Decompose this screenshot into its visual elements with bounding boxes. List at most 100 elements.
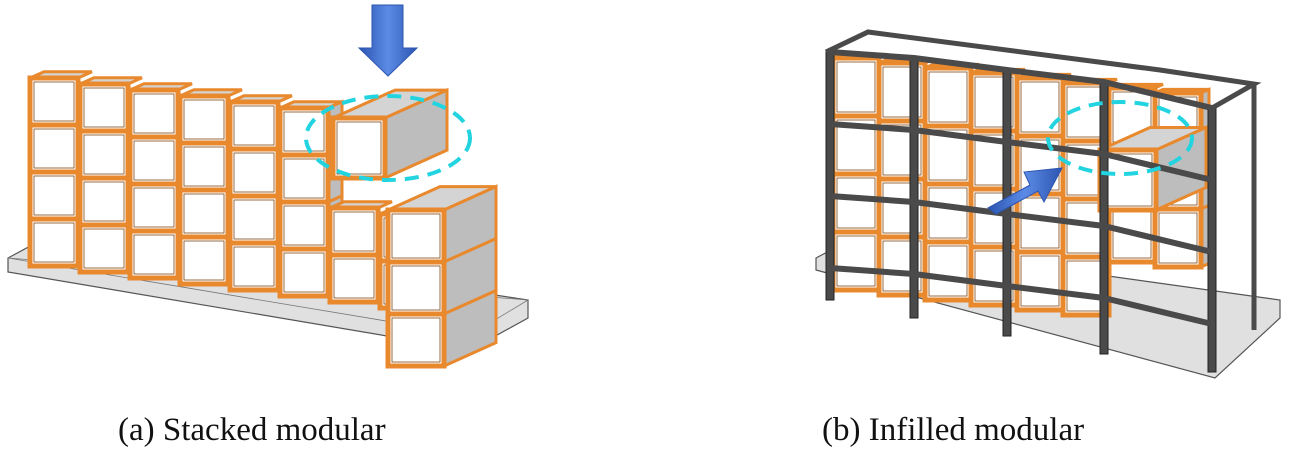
- module-inner-edge: [836, 177, 876, 229]
- module-front: [327, 205, 381, 258]
- diagonal-arrow-icon: [987, 167, 1063, 215]
- module-front: [385, 207, 447, 265]
- module-inner-edge: [836, 235, 876, 287]
- module-front: [127, 87, 181, 140]
- module-inner-edge: [183, 146, 225, 187]
- module: [127, 228, 181, 281]
- module-front: [27, 75, 81, 128]
- module-inner-edge: [33, 222, 75, 263]
- module: [177, 234, 231, 287]
- module-inner-edge: [133, 140, 175, 181]
- module-front: [177, 140, 231, 193]
- module: [227, 193, 281, 246]
- frame-beam: [829, 193, 1213, 255]
- module-inner-edge: [233, 105, 275, 146]
- module-inner-edge: [233, 246, 275, 287]
- module-inner-edge: [183, 193, 225, 234]
- module: [830, 229, 882, 293]
- module-front: [227, 99, 281, 152]
- frame-column: [1099, 81, 1109, 355]
- module-front: [27, 122, 81, 175]
- frame-column: [825, 51, 835, 301]
- module-front: [830, 55, 882, 119]
- module-front: [385, 311, 447, 369]
- module: [27, 169, 81, 222]
- module-inner-edge: [233, 199, 275, 240]
- module-front: [922, 239, 974, 303]
- highlight-ellipse: [1046, 100, 1194, 176]
- module-front: [385, 259, 447, 317]
- module-inner-edge: [391, 265, 441, 311]
- module: [227, 94, 293, 152]
- module-inner-edge: [336, 121, 382, 175]
- module-front: [227, 193, 281, 246]
- module-inner-edge: [233, 152, 275, 193]
- module: [385, 288, 498, 369]
- module-inner-edge: [33, 128, 75, 169]
- stacked-modular-diagram: [7, 4, 530, 369]
- module-front: [922, 65, 974, 129]
- module: [922, 181, 974, 245]
- module-inner-edge: [974, 76, 1014, 128]
- module-front: [127, 228, 181, 281]
- module: [77, 76, 143, 134]
- module-front: [77, 128, 131, 181]
- frame-top-rail: [824, 29, 1262, 111]
- module-inner-edge: [974, 134, 1014, 186]
- module-inner-edge: [882, 240, 922, 292]
- module-inner-edge: [974, 250, 1014, 302]
- module-inner-edge: [83, 181, 125, 222]
- module-front: [1014, 75, 1066, 139]
- frame-beam: [829, 265, 1213, 327]
- module-inner-edge: [928, 187, 968, 239]
- module-inner-edge: [882, 124, 922, 176]
- module-inner-edge: [391, 317, 441, 363]
- module-inner-edge: [183, 99, 225, 140]
- frame-column: [1207, 107, 1217, 373]
- module-inner-edge: [133, 234, 175, 275]
- module: [127, 181, 181, 234]
- module: [227, 240, 281, 293]
- module: [127, 134, 181, 187]
- module: [830, 171, 882, 235]
- highlight-ellipse: [304, 94, 472, 182]
- caption-stacked-modular: (a) Stacked modular: [118, 412, 386, 448]
- module: [922, 239, 974, 303]
- module-inner-edge: [928, 129, 968, 181]
- module: [227, 146, 281, 199]
- module: [177, 187, 231, 240]
- module-front: [830, 171, 882, 235]
- module-inner-edge: [183, 240, 225, 281]
- module-inner-edge: [283, 205, 325, 246]
- module: [177, 88, 243, 146]
- module-inner-edge: [83, 228, 125, 269]
- module-front: [277, 105, 331, 158]
- module-inner-edge: [928, 71, 968, 123]
- module-front: [327, 252, 381, 305]
- module-inner-edge: [83, 134, 125, 175]
- module-inner-edge: [283, 158, 325, 199]
- module-inner-edge: [133, 187, 175, 228]
- module-inner-edge: [974, 192, 1014, 244]
- module-inner-edge: [33, 81, 75, 122]
- infilled-modular-diagram: [815, 29, 1281, 379]
- module-inner-edge: [882, 182, 922, 234]
- module: [1152, 203, 1211, 270]
- module-front: [127, 181, 181, 234]
- module-front: [177, 187, 231, 240]
- module-front: [227, 240, 281, 293]
- module-inner-edge: [283, 111, 325, 152]
- frame-column: [909, 57, 919, 319]
- caption-infilled-modular: (b) Infilled modular: [822, 412, 1085, 448]
- module-front: [77, 81, 131, 134]
- module-inner-edge: [836, 61, 876, 113]
- module: [77, 128, 131, 181]
- module: [830, 52, 888, 119]
- module-inner-edge: [391, 213, 441, 259]
- module-front: [127, 134, 181, 187]
- module-front: [830, 229, 882, 293]
- module-front: [277, 246, 331, 299]
- module-front: [177, 93, 231, 146]
- module: [27, 122, 81, 175]
